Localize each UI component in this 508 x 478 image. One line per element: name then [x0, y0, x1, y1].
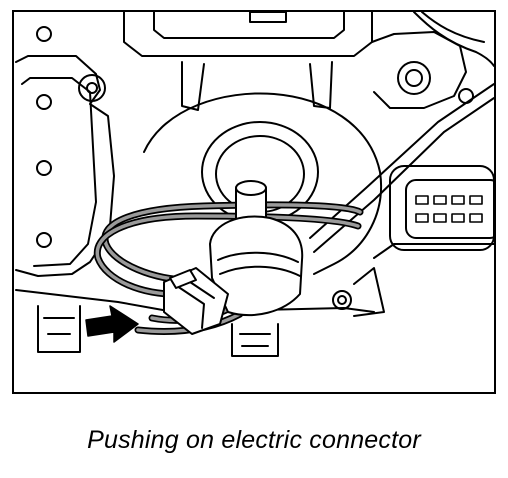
upper-right-boss — [397, 61, 431, 95]
mounting-hole-inner — [337, 295, 347, 305]
electric-connector-latch — [169, 269, 197, 289]
electric-connector-ridge — [173, 283, 205, 329]
mounting-hole-icon — [36, 160, 52, 176]
diagonal-body-edge-2 — [309, 83, 494, 239]
diagonal-body-edge — [313, 97, 494, 253]
connector-housing-edge — [373, 243, 494, 259]
left-housing-inner — [21, 77, 97, 267]
lower-center-clip — [231, 323, 279, 357]
lower-left-clip — [37, 305, 81, 353]
lower-right-bracket — [353, 267, 385, 317]
upper-fixing-hole-inner — [86, 82, 98, 94]
top-right-cable-2 — [421, 12, 485, 43]
mounting-hole-icon — [36, 232, 52, 248]
multi-pin-connector-inner — [405, 179, 494, 239]
diagram-frame — [12, 10, 496, 394]
figure-caption: Pushing on electric connector — [87, 426, 421, 454]
reflector-cone — [143, 92, 383, 275]
top-boss — [249, 12, 287, 23]
upper-boss-right — [309, 61, 333, 109]
top-bracket-inner — [153, 12, 345, 39]
left-housing-plate — [15, 55, 115, 277]
mounting-hole-icon — [458, 88, 474, 104]
socket-body-band — [217, 251, 299, 263]
right-frame — [371, 31, 467, 109]
connector-pins — [415, 195, 483, 223]
top-bracket — [123, 12, 373, 57]
bulb-stem-top — [235, 180, 267, 196]
mounting-hole-icon — [36, 26, 52, 42]
socket-body-band-2 — [219, 265, 301, 277]
top-right-cable — [413, 12, 494, 67]
upper-right-boss-inner — [405, 69, 423, 87]
upper-fixing-hole — [78, 74, 106, 102]
mounting-hole-icon — [36, 94, 52, 110]
technical-illustration — [15, 12, 494, 357]
mounting-hole-icon — [332, 290, 352, 310]
push-arrow-icon — [85, 305, 139, 343]
multi-pin-connector-icon — [389, 165, 494, 251]
